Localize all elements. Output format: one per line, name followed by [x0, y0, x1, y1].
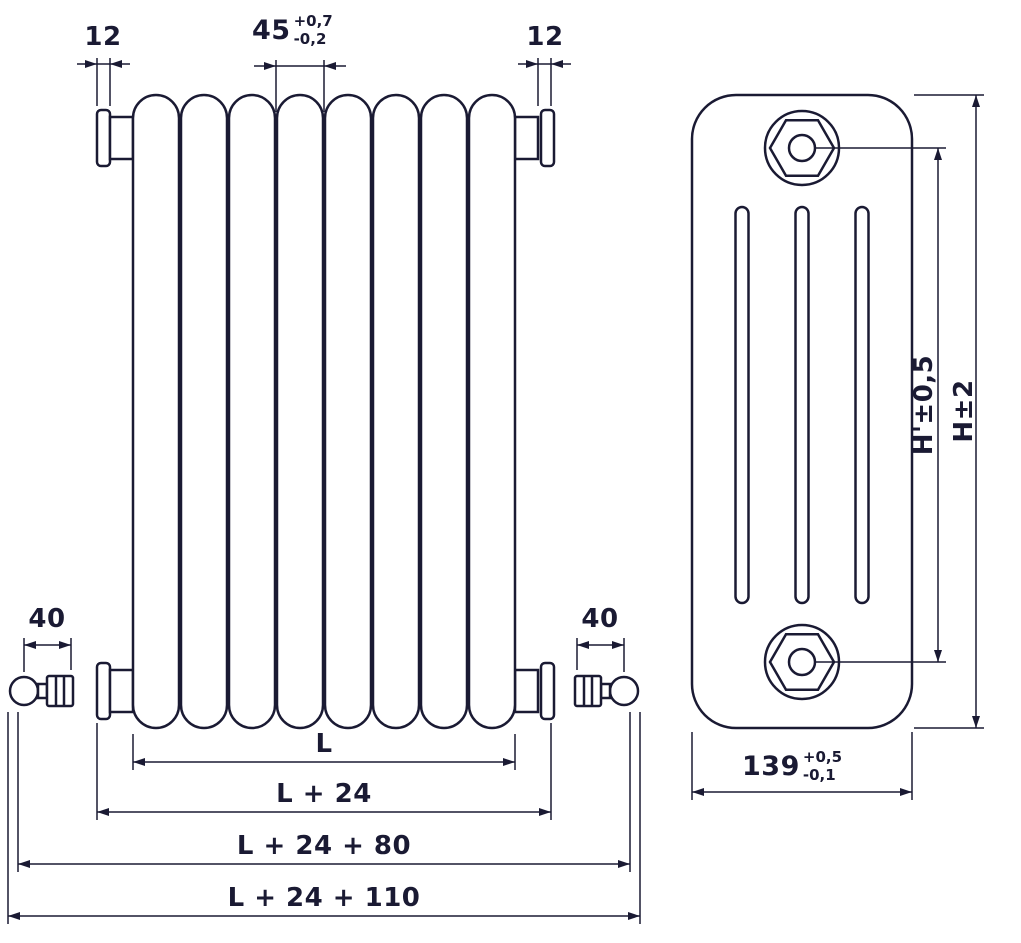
end-cap-bottom-left: [95, 661, 135, 721]
dim-label-height-connections: H'±0,5: [909, 354, 939, 456]
dim-label-pitch: 45 +0,7 -0,2: [252, 12, 333, 48]
dim-depth-value: 139: [742, 750, 800, 782]
dim-label-cap-right: 12: [526, 22, 564, 52]
dim-label-height-overall: H±2: [949, 379, 979, 443]
dim-label-valve-right: 40: [581, 604, 619, 634]
dimension-arrows: [8, 60, 980, 920]
dim-label-length-plus-valves: L + 24 + 80: [236, 831, 412, 861]
dim-label-length-overall: L + 24 + 110: [227, 883, 421, 913]
end-cap-top-right: [513, 108, 556, 168]
radiator-columns: [131, 93, 517, 730]
dim-label-length-plus-caps: L + 24: [276, 779, 372, 809]
dim-label-depth: 139 +0,5 -0,1: [742, 748, 842, 784]
bottom-plug: [763, 623, 841, 701]
side-view: [690, 93, 914, 730]
dim-label-length: L: [315, 729, 333, 759]
valve-right: [573, 674, 640, 708]
end-cap-top-left: [95, 108, 135, 168]
dimension-lines: [7, 58, 984, 924]
dim-pitch-value: 45: [252, 14, 291, 46]
dim-depth-tol-minus: -0,1: [802, 766, 836, 784]
dim-label-cap-left: 12: [84, 22, 122, 52]
top-plug: [763, 109, 841, 187]
dim-label-valve-left: 40: [28, 604, 66, 634]
end-cap-bottom-right: [513, 661, 556, 721]
valve-left: [8, 674, 75, 708]
dim-depth-tol-plus: +0,5: [802, 748, 843, 766]
dim-pitch-tol-plus: +0,7: [293, 12, 333, 30]
front-view: [8, 93, 640, 730]
side-grooves: [734, 205, 870, 605]
dim-pitch-tol-minus: -0,2: [293, 30, 327, 48]
